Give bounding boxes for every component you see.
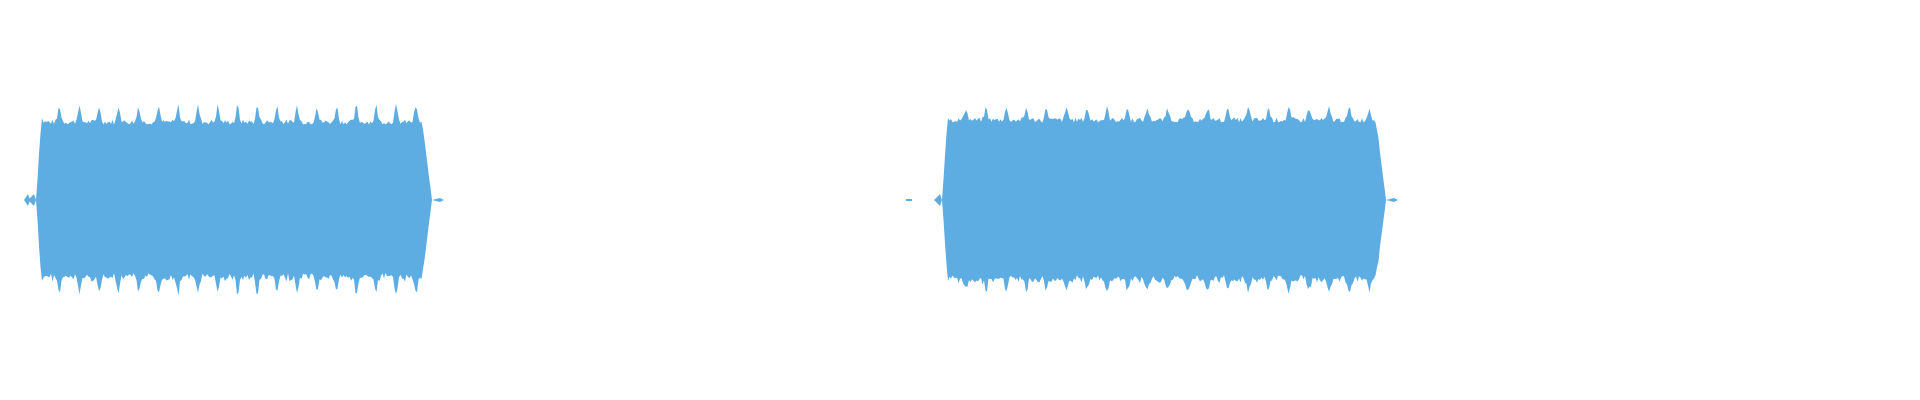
waveform-burst-2 [934, 105, 1398, 294]
waveform-burst-1 [28, 103, 444, 296]
waveform-click-left [24, 194, 30, 206]
waveform-click-middle [906, 199, 912, 201]
